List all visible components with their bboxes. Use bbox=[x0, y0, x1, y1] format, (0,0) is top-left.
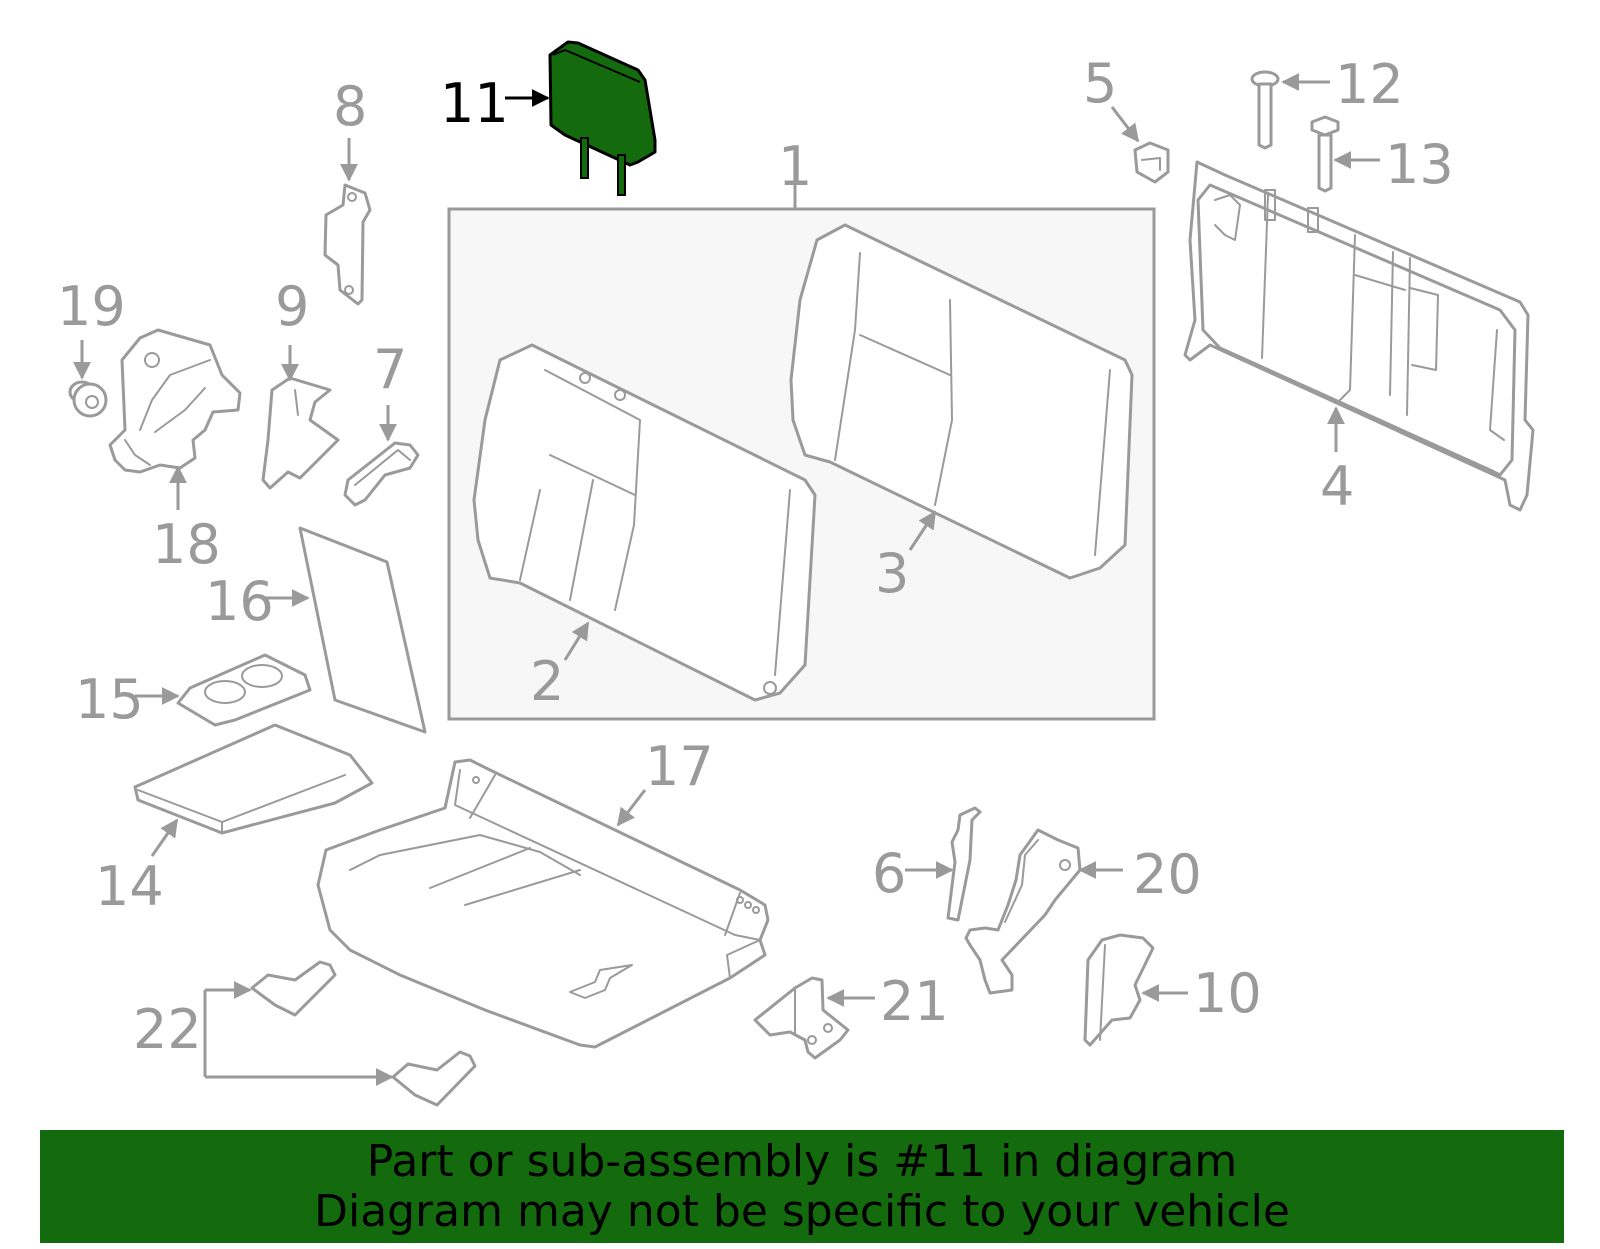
part-17-seat-cushion[interactable] bbox=[316, 758, 770, 1049]
part-20-bracket[interactable] bbox=[964, 828, 1082, 995]
callout-12: 12 bbox=[1335, 53, 1404, 116]
part-21-hinge[interactable] bbox=[753, 976, 850, 1060]
callout-6: 6 bbox=[872, 842, 906, 905]
callout-3: 3 bbox=[875, 542, 909, 605]
banner-line-1: Part or sub-assembly is #11 in diagram bbox=[366, 1135, 1238, 1187]
callout-13: 13 bbox=[1385, 133, 1454, 196]
part-13-bolt[interactable] bbox=[1310, 115, 1340, 193]
part-11-headrest[interactable] bbox=[548, 40, 657, 196]
callout-11: 11 bbox=[440, 72, 509, 135]
part-22-clips[interactable] bbox=[203, 960, 477, 1107]
part-8-bracket[interactable] bbox=[323, 183, 372, 306]
callout-14: 14 bbox=[95, 855, 164, 918]
part-3-seat-back-right[interactable] bbox=[789, 223, 1134, 580]
callout-7: 7 bbox=[373, 338, 407, 401]
part-6-bracket[interactable] bbox=[946, 806, 982, 922]
part-9-bracket[interactable] bbox=[261, 376, 340, 490]
callout-16: 16 bbox=[205, 570, 274, 633]
info-banner: Part or sub-assembly is #11 in diagram D… bbox=[40, 1130, 1564, 1243]
part-10-cover[interactable] bbox=[1083, 933, 1155, 1047]
part-5-clip[interactable] bbox=[1133, 141, 1170, 184]
callout-8: 8 bbox=[333, 75, 367, 138]
callout-20: 20 bbox=[1133, 843, 1202, 906]
callout-21: 21 bbox=[880, 970, 949, 1033]
callout-18: 18 bbox=[152, 513, 221, 576]
callout-4: 4 bbox=[1320, 455, 1354, 518]
callout-2: 2 bbox=[530, 650, 564, 713]
callout-19: 19 bbox=[57, 275, 126, 338]
callout-10: 10 bbox=[1193, 962, 1262, 1025]
callout-15: 15 bbox=[75, 668, 144, 731]
callout-22: 22 bbox=[133, 998, 202, 1061]
callout-9: 9 bbox=[275, 275, 309, 338]
part-14-armrest[interactable] bbox=[133, 723, 374, 835]
part-19-grommet[interactable] bbox=[68, 380, 108, 418]
part-7-handle[interactable] bbox=[343, 441, 420, 507]
banner-line-2: Diagram may not be specific to your vehi… bbox=[314, 1185, 1290, 1237]
part-12-bolt[interactable] bbox=[1250, 70, 1280, 150]
part-4-seat-frame[interactable] bbox=[1183, 160, 1535, 512]
part-2-seat-back-left[interactable] bbox=[472, 343, 817, 702]
callout-1: 1 bbox=[778, 135, 812, 198]
part-16-panel[interactable] bbox=[298, 526, 427, 734]
part-18-hinge-bracket[interactable] bbox=[108, 328, 242, 474]
callout-17: 17 bbox=[645, 735, 714, 798]
part-15-cup-holder[interactable] bbox=[176, 653, 312, 727]
callout-5: 5 bbox=[1083, 52, 1117, 115]
